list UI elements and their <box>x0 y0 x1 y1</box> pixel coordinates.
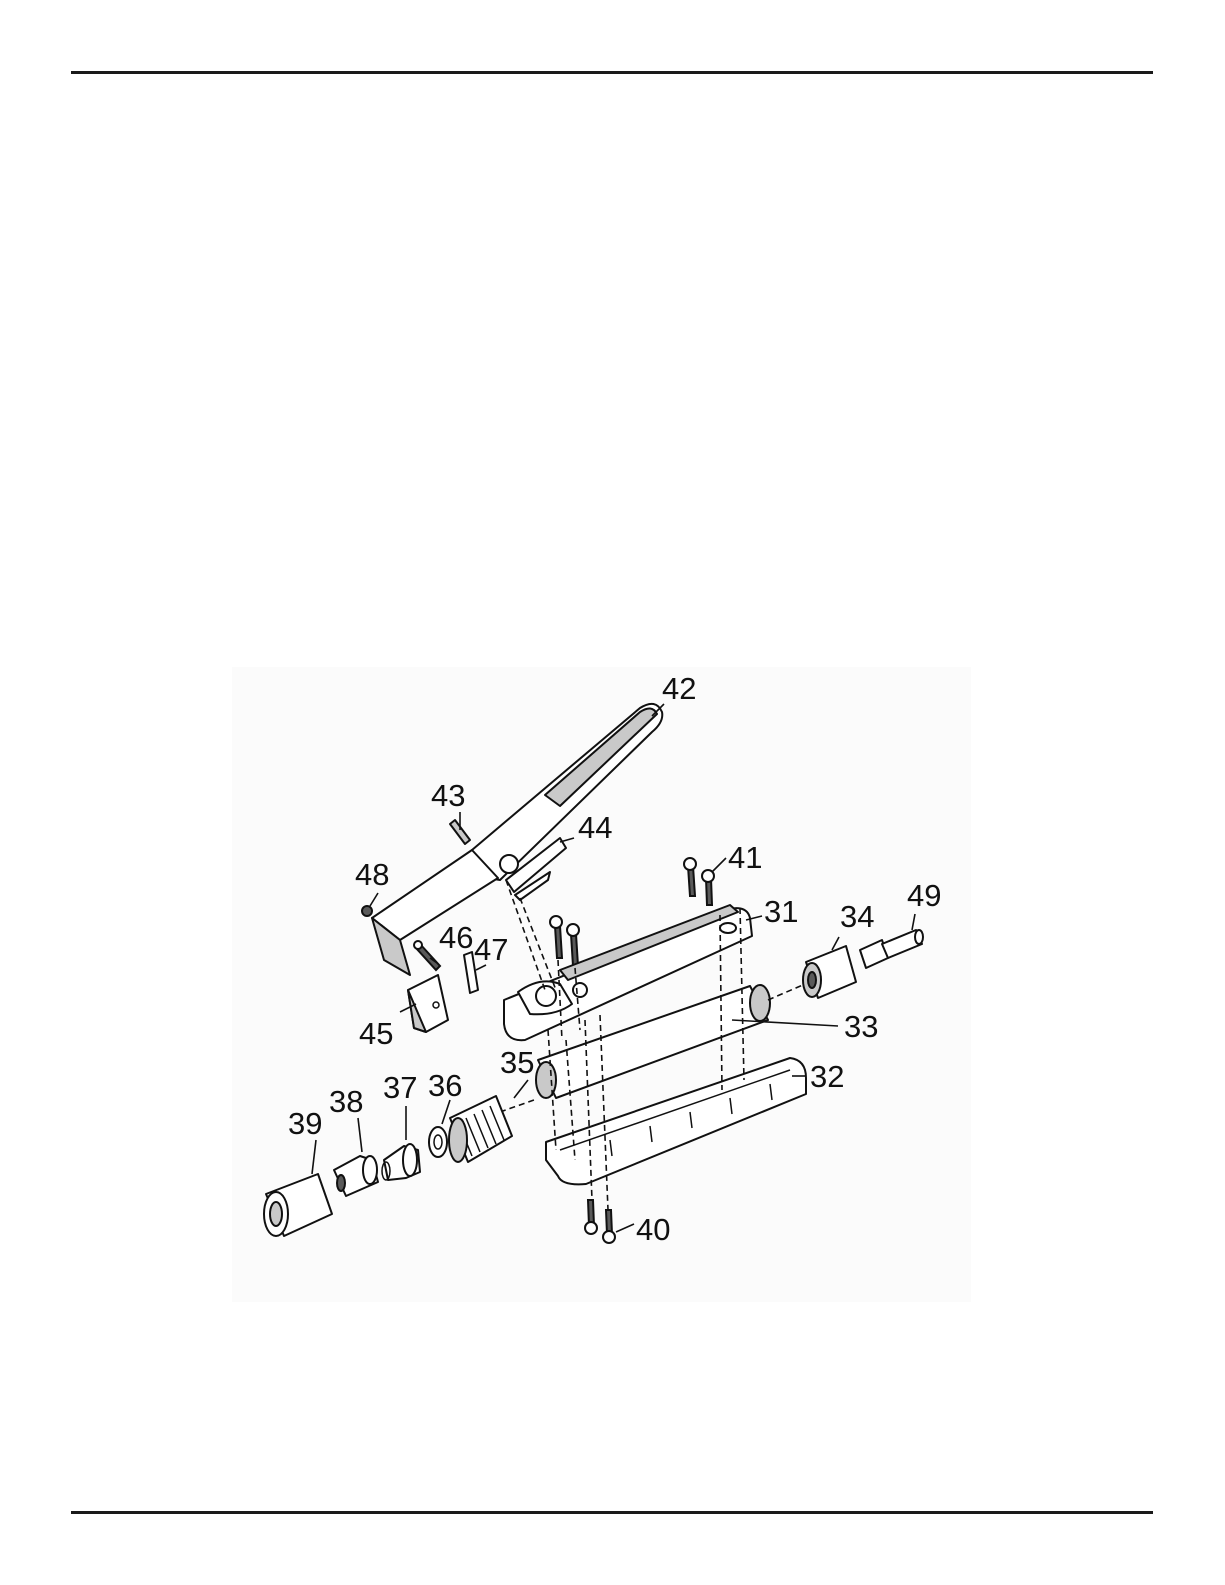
callout-41: 41 <box>728 840 762 875</box>
callout-35: 35 <box>500 1045 534 1080</box>
callout-36: 36 <box>428 1068 462 1103</box>
callout-47: 47 <box>474 932 508 967</box>
part-36-washer <box>429 1127 447 1157</box>
callout-39: 39 <box>288 1106 322 1141</box>
callout-38: 38 <box>329 1084 363 1119</box>
callout-31: 31 <box>764 894 798 929</box>
callout-42: 42 <box>662 671 696 706</box>
part-48-nut <box>362 906 372 916</box>
callout-44: 44 <box>578 810 612 845</box>
callout-33: 33 <box>844 1009 878 1044</box>
callout-46: 46 <box>439 920 473 955</box>
callout-48: 48 <box>355 857 389 892</box>
callout-32: 32 <box>810 1059 844 1094</box>
callout-43: 43 <box>431 778 465 813</box>
callout-34: 34 <box>840 899 874 934</box>
callout-40: 40 <box>636 1212 670 1247</box>
callout-49: 49 <box>907 878 941 913</box>
callout-45: 45 <box>359 1016 393 1051</box>
callout-37: 37 <box>383 1070 417 1105</box>
